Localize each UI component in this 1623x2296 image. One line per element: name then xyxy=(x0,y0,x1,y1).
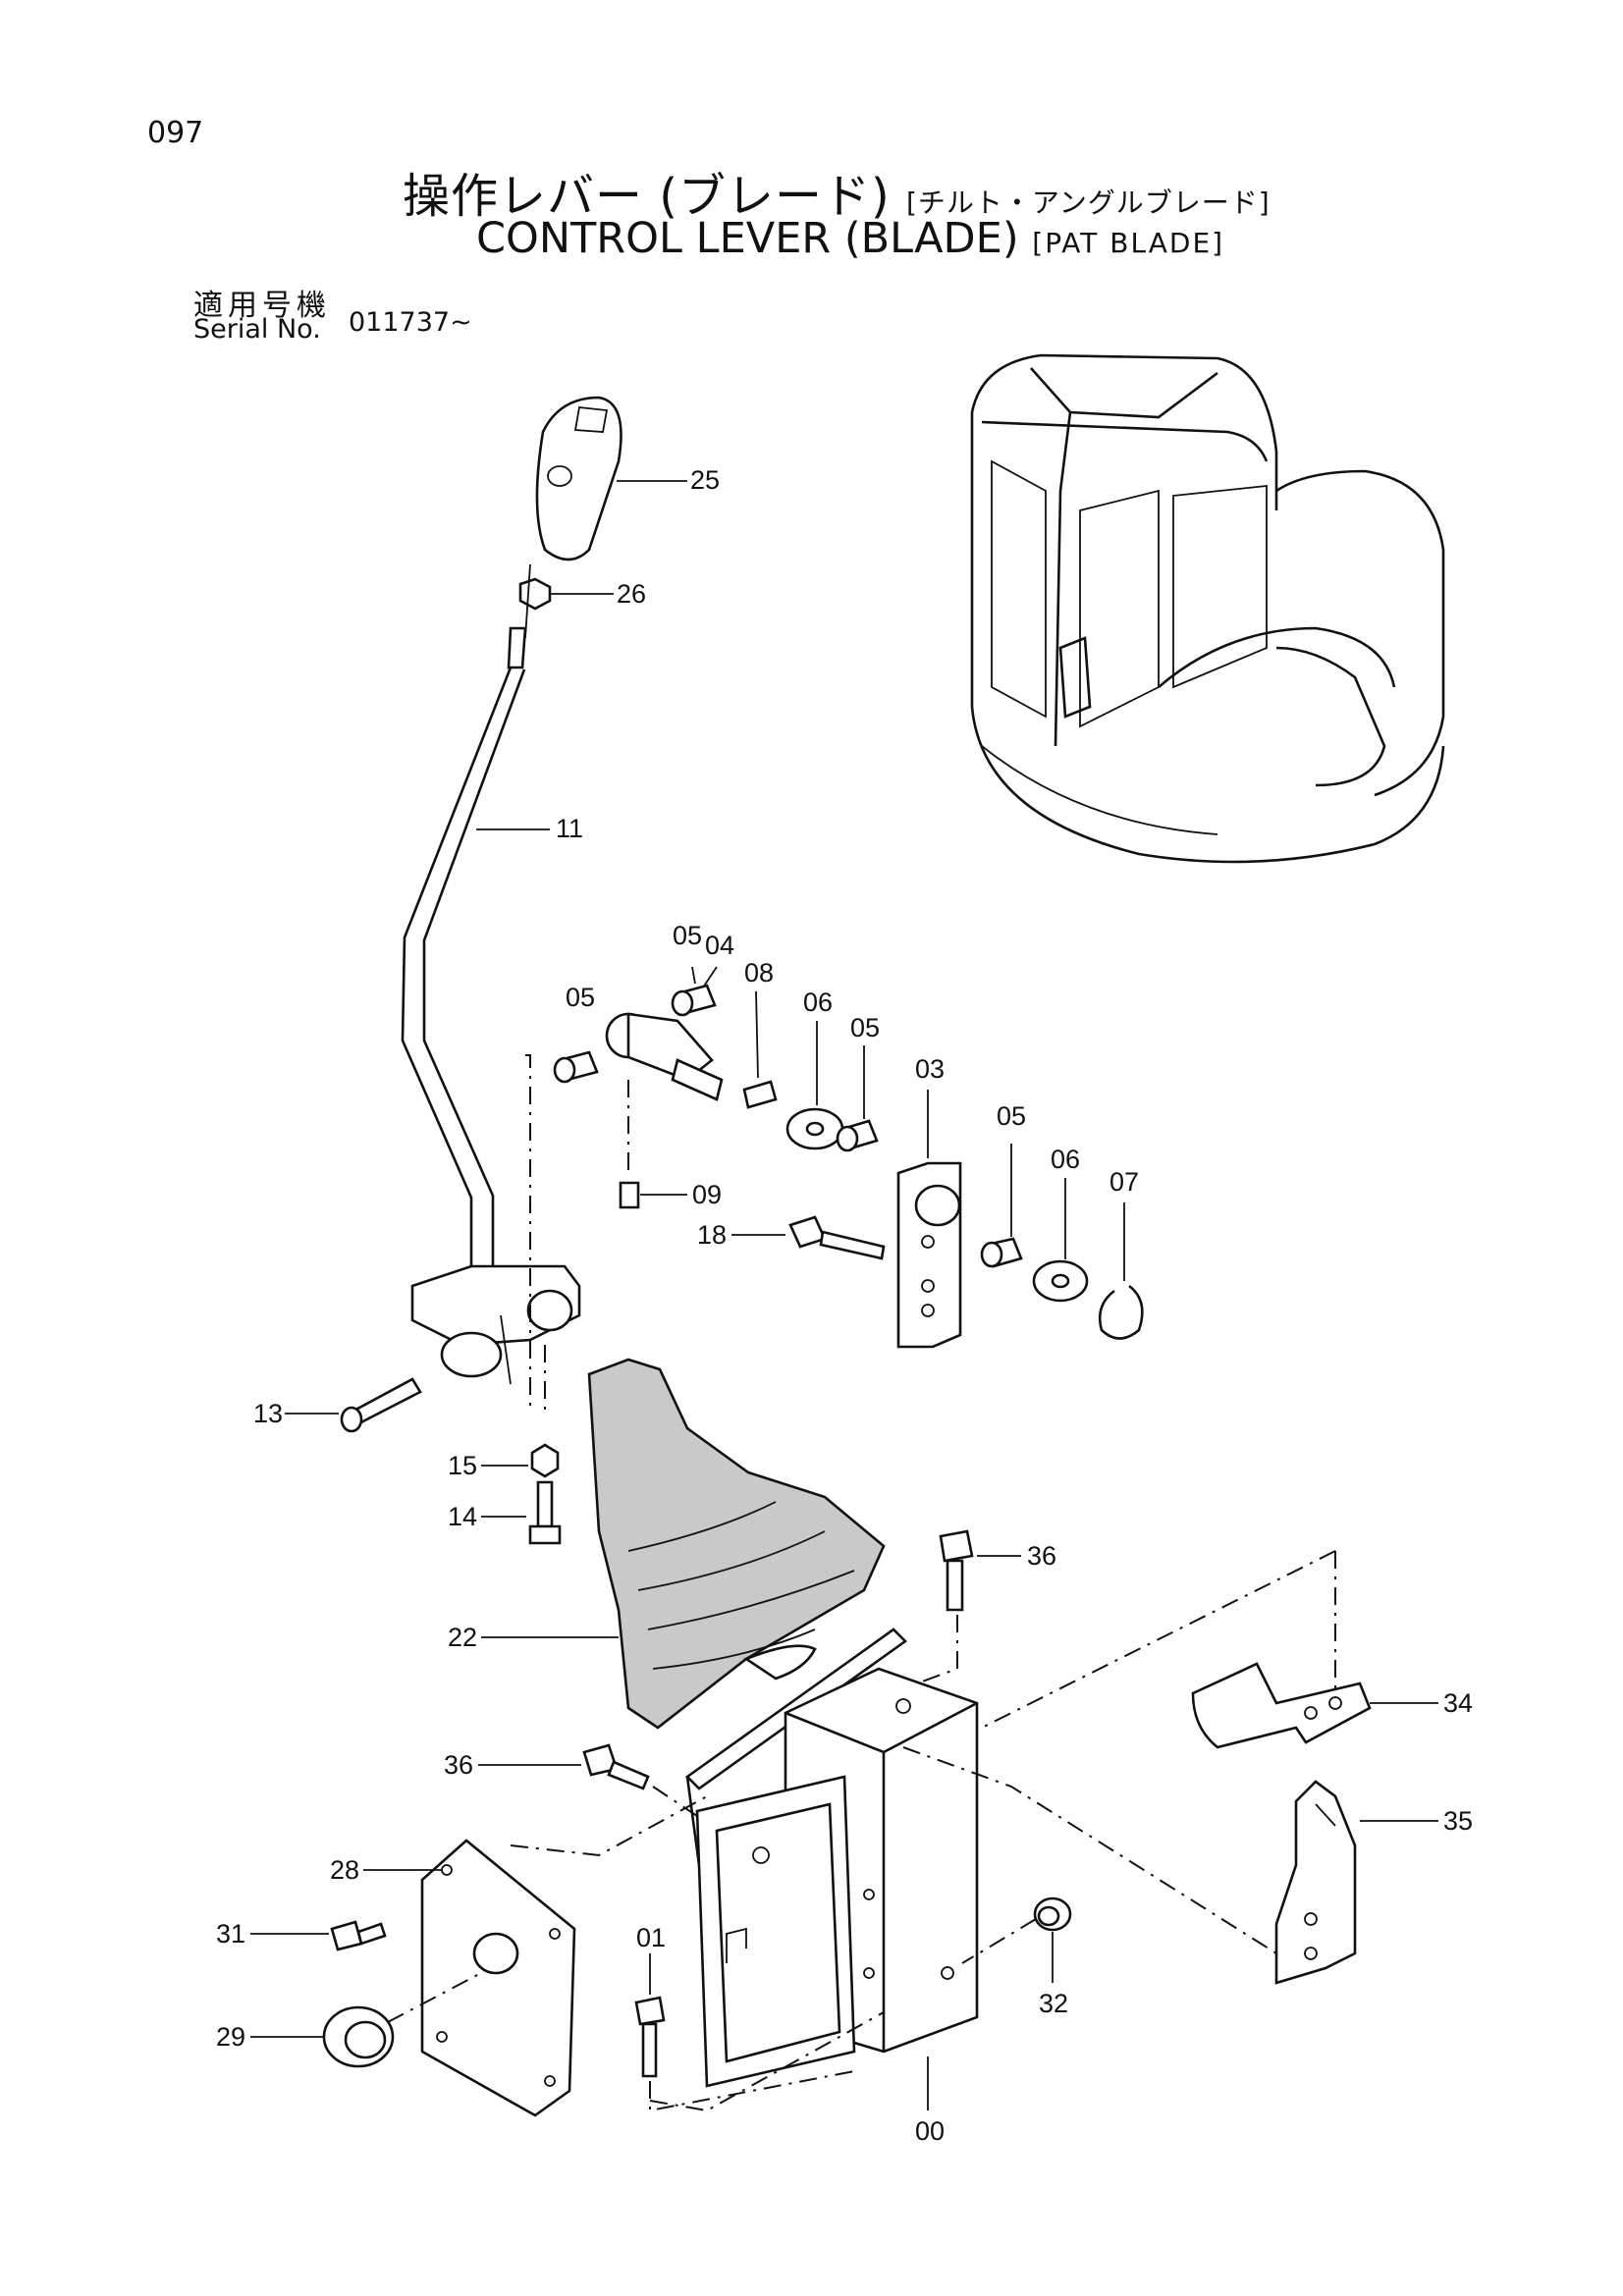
part-34-bracket xyxy=(1191,1662,1438,1749)
label-09: 09 xyxy=(692,1180,722,1209)
part-01-bolt xyxy=(634,1953,885,2112)
part-09-grease-fitting xyxy=(619,1181,687,1209)
part-05-bushing-top xyxy=(671,966,717,1017)
part-05-bushing-left xyxy=(553,1050,599,1084)
part-25-knob xyxy=(535,396,687,561)
part-number-labels: 25 26 11 05 04 08 05 06 05 03 09 05 06 0… xyxy=(216,465,1473,2146)
page-title-japanese: 操作レバー (ブレード) [チルト・アングルブレード] xyxy=(403,157,1271,226)
clevis-yoke xyxy=(410,1264,581,1385)
part-00-housing xyxy=(695,1667,979,2110)
label-15: 15 xyxy=(448,1451,477,1480)
label-31: 31 xyxy=(216,1919,245,1949)
part-07-snap-ring xyxy=(1098,1202,1144,1340)
part-11-lever-rod xyxy=(401,563,550,1266)
part-08-spring-pin xyxy=(742,990,778,1109)
part-06-washer-right xyxy=(1032,1178,1089,1303)
page-number: 097 xyxy=(147,116,204,150)
label-07: 07 xyxy=(1109,1167,1139,1197)
part-06-washer xyxy=(785,1021,844,1150)
serial-label-japanese: 適用号機 xyxy=(193,289,331,323)
part-18-bolt xyxy=(731,1215,886,1260)
label-05-b: 05 xyxy=(566,983,595,1012)
title-en-main: CONTROL LEVER (BLADE) xyxy=(476,214,1019,263)
part-32-grommet xyxy=(961,1896,1072,1983)
label-05-d: 05 xyxy=(997,1101,1026,1131)
label-35: 35 xyxy=(1443,1806,1473,1836)
part-13-pin xyxy=(285,1377,422,1433)
label-11: 11 xyxy=(556,814,583,843)
label-14: 14 xyxy=(448,1502,477,1531)
label-13: 13 xyxy=(253,1399,283,1428)
part-03-bracket-plate xyxy=(896,1090,962,1349)
part-29-grommet xyxy=(250,1972,482,2068)
label-34: 34 xyxy=(1443,1688,1473,1718)
label-06-a: 06 xyxy=(803,988,833,1017)
label-25: 25 xyxy=(690,465,720,495)
label-22: 22 xyxy=(448,1623,477,1652)
part-15-nut xyxy=(481,1443,560,1478)
label-28: 28 xyxy=(330,1855,359,1885)
part-36-bolt-top xyxy=(902,1529,1021,1689)
title-ja-subtitle: [チルト・アングルブレード] xyxy=(905,187,1271,219)
part-05-bushing-mid xyxy=(836,1045,879,1152)
part-31-bolt xyxy=(250,1920,387,1951)
label-05-c: 05 xyxy=(850,1013,880,1042)
label-01: 01 xyxy=(636,1923,666,1952)
label-26: 26 xyxy=(617,579,646,609)
label-06-b: 06 xyxy=(1051,1145,1080,1174)
label-18: 18 xyxy=(697,1220,727,1250)
label-36-b: 36 xyxy=(444,1750,473,1780)
part-28-cover-plate xyxy=(363,1795,708,2117)
label-04: 04 xyxy=(705,931,734,960)
part-22-boot xyxy=(481,1358,886,1730)
part-36-bolt-left xyxy=(478,1743,698,1817)
label-36-a: 36 xyxy=(1027,1541,1056,1571)
excavator-cab-illustration xyxy=(970,353,1445,864)
label-32: 32 xyxy=(1039,1989,1068,2018)
part-35-bracket xyxy=(1274,1780,1438,1985)
serial-label-english: Serial No. xyxy=(193,314,321,345)
label-29: 29 xyxy=(216,2022,245,2052)
page-title-english: CONTROL LEVER (BLADE) [PAT BLADE] xyxy=(476,214,1224,263)
label-00: 00 xyxy=(915,2116,945,2146)
label-08: 08 xyxy=(744,958,774,988)
title-ja-main: 操作レバー (ブレード) xyxy=(403,169,891,224)
title-en-subtitle: [PAT BLADE] xyxy=(1032,227,1225,259)
serial-value: 011737~ xyxy=(349,307,472,338)
part-14-bolt xyxy=(481,1480,562,1545)
label-03: 03 xyxy=(915,1054,945,1084)
label-05-a: 05 xyxy=(673,921,702,950)
part-05-bushing-right xyxy=(980,1144,1023,1268)
part-26-nut xyxy=(518,577,614,611)
